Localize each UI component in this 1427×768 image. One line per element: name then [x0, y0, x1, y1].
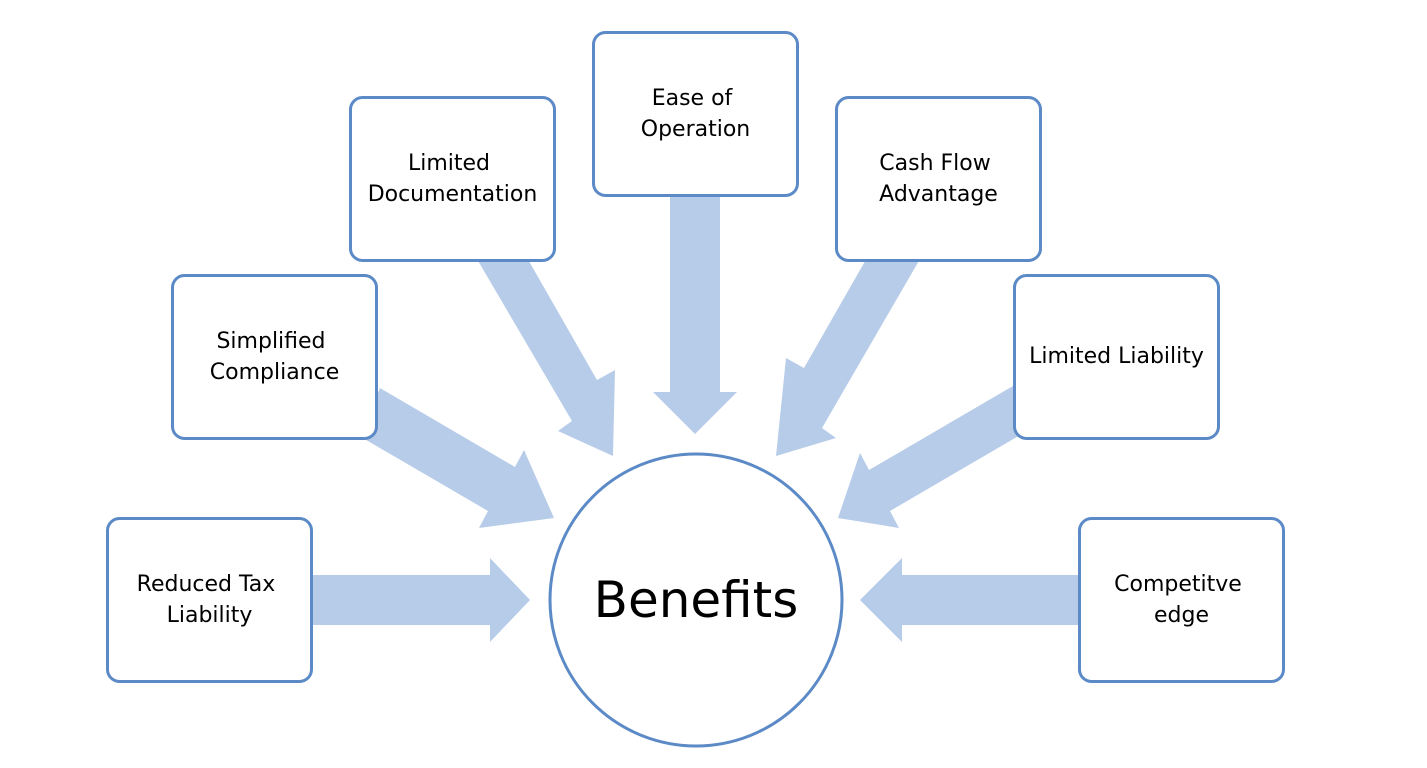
arrow-cash-flow-advantage — [776, 242, 920, 456]
arrow-limited-liability — [838, 383, 1034, 528]
benefit-simplified-compliance: Simplified Compliance — [171, 274, 378, 440]
label-competitive-edge: Competitve edge — [1114, 572, 1249, 628]
label-cash-flow-advantage: Cash Flow Advantage — [879, 151, 998, 207]
benefit-competitive-edge: Competitve edge — [1078, 517, 1285, 683]
box-reduced-tax-liability — [106, 517, 313, 683]
label-simplified-compliance: Simplified Compliance — [210, 329, 340, 385]
benefit-ease-of-operation: Ease of Operation — [592, 31, 799, 197]
arrow-ease-of-operation — [653, 195, 737, 434]
arrow-competitive-edge — [860, 558, 1082, 642]
label-limited-liability: Limited Liability — [1029, 344, 1204, 369]
arrows-layer — [310, 195, 1082, 642]
center-node: Benefits — [548, 452, 844, 748]
arrow-simplified-compliance — [361, 388, 554, 528]
center-circle — [548, 452, 844, 748]
benefit-boxes: Reduced Tax Liability Simplified Complia… — [106, 31, 1285, 683]
benefit-reduced-tax-liability: Reduced Tax Liability — [106, 517, 313, 683]
arrow-limited-documentation — [474, 242, 615, 456]
box-competitive-edge — [1078, 517, 1285, 683]
label-ease-of-operation: Ease of Operation — [641, 86, 750, 142]
box-limited-documentation — [349, 96, 556, 262]
box-ease-of-operation — [592, 31, 799, 197]
label-limited-documentation: Limited Documentation — [368, 151, 538, 207]
label-reduced-tax-liability: Reduced Tax Liability — [137, 572, 283, 628]
benefit-limited-documentation: Limited Documentation — [349, 96, 556, 262]
box-cash-flow-advantage — [835, 96, 1042, 262]
benefit-cash-flow-advantage: Cash Flow Advantage — [835, 96, 1042, 262]
box-simplified-compliance — [171, 274, 378, 440]
center-title: Benefits — [594, 571, 799, 629]
box-limited-liability — [1013, 274, 1220, 440]
benefit-limited-liability: Limited Liability — [1013, 274, 1220, 440]
arrow-reduced-tax-liability — [310, 558, 530, 642]
